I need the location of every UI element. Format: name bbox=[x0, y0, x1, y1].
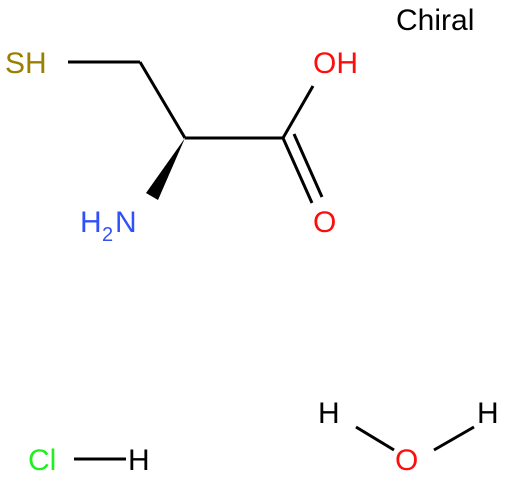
bond-ch2-calpha bbox=[138, 61, 187, 139]
atom-water-h-left: H bbox=[318, 397, 340, 430]
bond-water-h-left bbox=[355, 425, 395, 452]
bond-water-h-right bbox=[433, 425, 475, 452]
atom-water-h-right: H bbox=[477, 397, 499, 430]
wedge-bond-calpha-n bbox=[146, 138, 185, 200]
atom-amine-subscript: 2 bbox=[102, 224, 113, 246]
bond-ccarboxyl-o-double-a bbox=[281, 137, 314, 204]
atom-water-o: O bbox=[395, 444, 418, 477]
bond-ccarboxyl-o-double-b bbox=[292, 133, 324, 198]
atom-amine-n: N bbox=[115, 206, 137, 239]
atom-hydroxyl-oh: OH bbox=[313, 47, 358, 80]
chiral-label: Chiral bbox=[396, 4, 474, 37]
atom-hcl-h: H bbox=[128, 444, 150, 477]
atom-sulfur-sh: SH bbox=[5, 47, 47, 80]
bond-ccarboxyl-oh bbox=[281, 85, 315, 139]
atom-amine-h: H bbox=[80, 206, 102, 239]
atom-carbonyl-o: O bbox=[313, 206, 336, 239]
atom-chlorine: Cl bbox=[28, 444, 56, 477]
